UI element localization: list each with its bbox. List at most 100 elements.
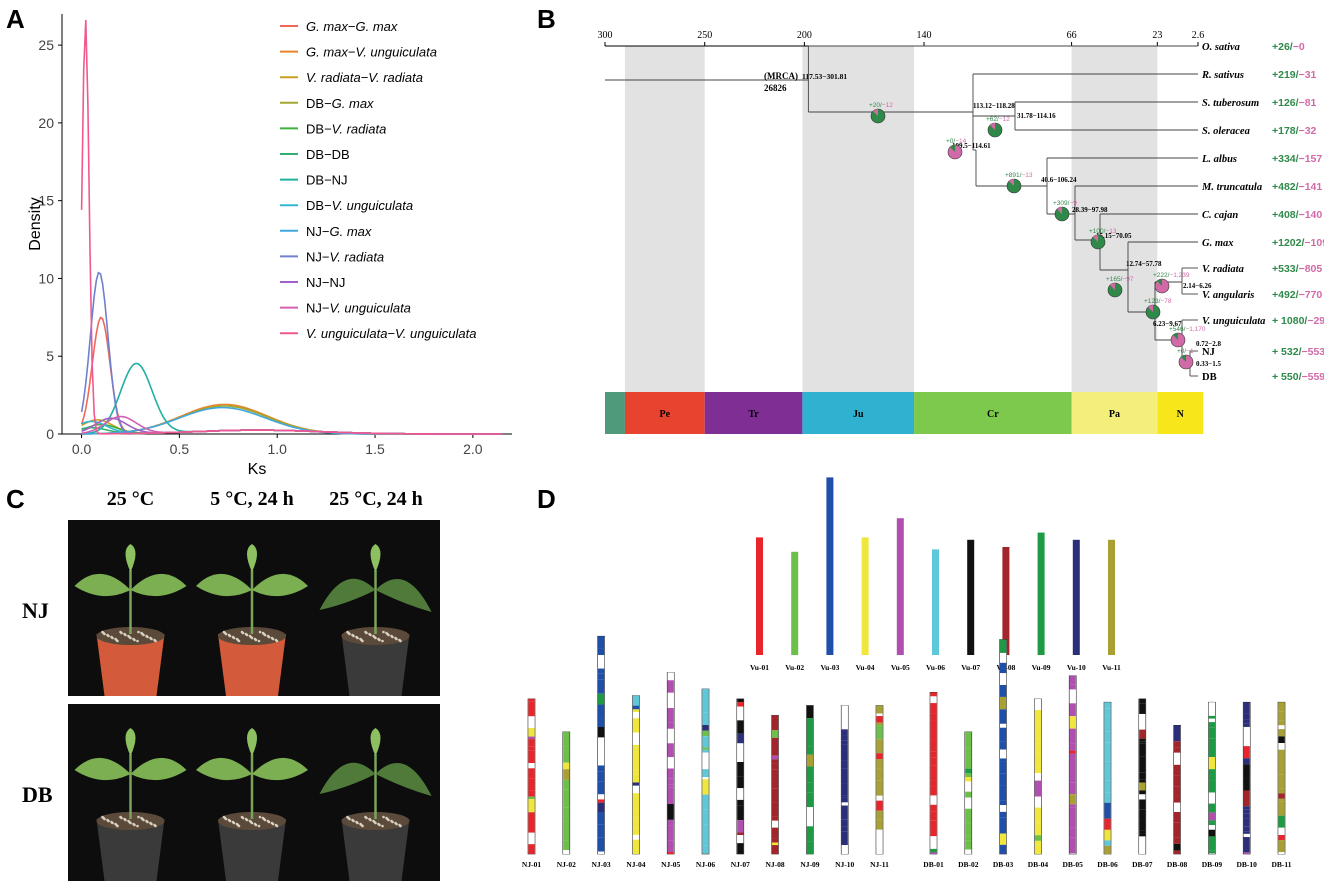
synteny-block — [1278, 793, 1285, 799]
gain-value: + 532/ — [1272, 346, 1302, 358]
synteny-block — [806, 841, 813, 854]
legend-entry: V. radiata−V. radiata — [306, 70, 423, 85]
label-part: DB — [306, 96, 324, 111]
x-tick-label: 1.5 — [365, 441, 385, 457]
plant-leaf — [370, 544, 381, 572]
legend-entry: DB−DB — [306, 147, 350, 162]
label-separator: − — [322, 301, 330, 316]
synteny-block — [667, 757, 674, 765]
label-separator: − — [324, 147, 332, 162]
plant-leaf — [74, 757, 131, 781]
synteny-block — [772, 827, 779, 839]
chromosome-label: NJ-09 — [800, 860, 819, 869]
synteny-block — [1278, 840, 1285, 853]
synteny-block — [528, 698, 535, 702]
synteny-block — [1034, 753, 1041, 767]
synteny-block — [876, 768, 883, 781]
synteny-block — [1278, 743, 1285, 750]
synteny-block — [528, 799, 535, 813]
synteny-block — [702, 756, 709, 770]
plant-leaf — [125, 728, 136, 756]
legend-entry: NJ−G. max — [306, 224, 372, 239]
soil-grain — [382, 815, 385, 819]
chromosome-label: NJ-01 — [522, 860, 541, 869]
taxon-label: O. sativa — [1202, 42, 1240, 53]
synteny-block — [1208, 780, 1215, 785]
label-part: NJ — [332, 173, 348, 188]
synteny-block — [563, 779, 570, 790]
node-change-label: +891/−13 — [1005, 172, 1033, 179]
synteny-block — [1174, 752, 1181, 765]
synteny-block — [702, 752, 709, 757]
synteny-block — [841, 826, 848, 832]
loss-value: −31 — [1299, 69, 1317, 81]
reference-chromosome — [967, 539, 975, 655]
synteny-block — [876, 788, 883, 791]
chromosome-label: NJ-11 — [870, 860, 889, 869]
legend-entry: G. max−V. unguiculata — [306, 45, 437, 60]
synteny-block — [1174, 843, 1181, 851]
synteny-block — [737, 720, 744, 734]
synteny-block — [876, 800, 883, 811]
label-separator: − — [387, 326, 395, 341]
label-part: G. max — [306, 45, 348, 60]
synteny-block — [930, 795, 937, 805]
node-gain: +165/ — [1106, 276, 1123, 283]
synteny-block — [632, 827, 639, 835]
legend-entry: NJ−V. unguiculata — [306, 301, 411, 316]
synteny-block — [1069, 703, 1076, 717]
soil-grain — [374, 636, 377, 640]
label-part: DB — [306, 121, 324, 136]
gain-loss-label: + 532/−553 — [1272, 346, 1324, 358]
gain-value: +26/ — [1272, 41, 1293, 53]
synteny-block — [876, 790, 883, 796]
soil-grain — [387, 818, 390, 822]
soil-grain — [271, 637, 275, 641]
synteny-block — [563, 746, 570, 751]
synteny-block — [1000, 741, 1007, 750]
synteny-block — [841, 768, 848, 784]
soil-grain — [237, 639, 241, 643]
soil-grain — [365, 816, 368, 820]
synteny-block — [528, 736, 535, 740]
synteny-block — [598, 648, 605, 656]
synteny-block — [841, 715, 848, 730]
node-age-range: 31.78−114.16 — [1017, 112, 1056, 120]
label-separator: − — [324, 96, 332, 111]
synteny-block — [598, 771, 605, 782]
synteny-block — [930, 733, 937, 740]
synteny-block — [930, 757, 937, 766]
synteny-block — [772, 781, 779, 789]
label-separator: − — [322, 249, 330, 264]
chromosome-label: NJ-08 — [766, 860, 785, 869]
synteny-block — [702, 809, 709, 825]
synteny-block — [772, 838, 779, 843]
soil-grain — [391, 635, 394, 639]
synteny-block — [1139, 743, 1146, 757]
synteny-block — [772, 802, 779, 817]
synteny-block — [702, 774, 709, 778]
synteny-block — [1208, 850, 1215, 854]
synteny-block — [632, 785, 639, 794]
synteny-block — [1034, 725, 1041, 739]
soil-grain — [103, 632, 106, 636]
soil-grain — [258, 630, 262, 634]
y-tick-label: 5 — [46, 348, 54, 364]
soil-grain — [129, 821, 132, 825]
synteny-block — [1104, 840, 1111, 846]
synteny-block — [1104, 829, 1111, 841]
synteny-block — [1034, 840, 1041, 845]
node-gain: +309/ — [1053, 200, 1070, 207]
soil-grain — [228, 819, 232, 823]
synteny-block — [737, 702, 744, 707]
synteny-block — [1000, 709, 1007, 724]
synteny-block — [1208, 792, 1215, 804]
synteny-block — [841, 740, 848, 745]
synteny-block — [1208, 769, 1215, 781]
synteny-block — [598, 781, 605, 795]
time-tick-label: 250 — [697, 30, 712, 41]
plant-leaf — [125, 544, 136, 572]
soil-grain — [116, 824, 119, 828]
y-tick-label: 0 — [46, 426, 54, 442]
node-loss: −12 — [999, 116, 1010, 123]
